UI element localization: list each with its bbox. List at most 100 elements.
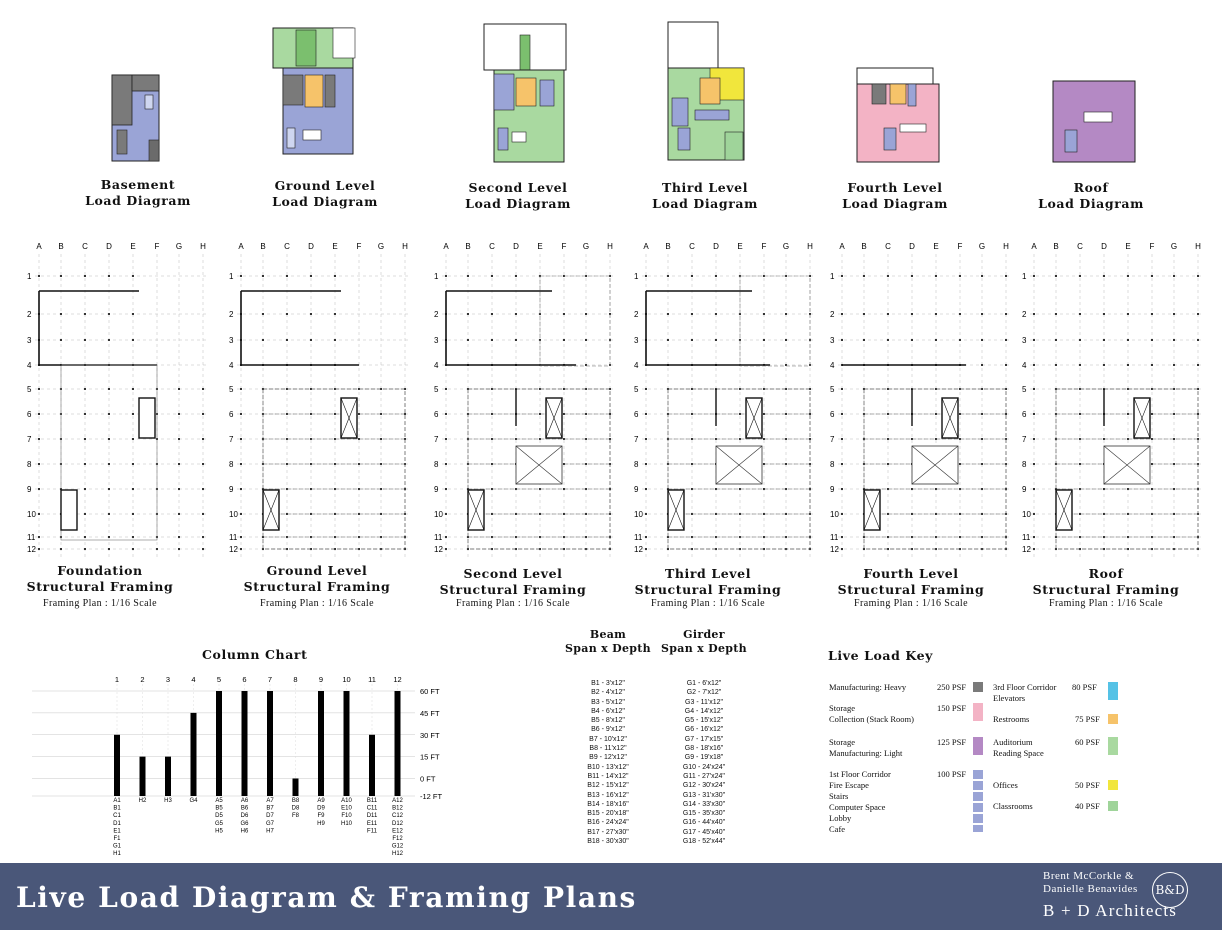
grid-column-label: G xyxy=(979,242,985,251)
grid-row-label: 3 xyxy=(434,336,439,345)
grid-column-label: B xyxy=(465,242,470,251)
column-bar xyxy=(267,691,273,796)
grid-column-label: D xyxy=(909,242,915,251)
column-id-label: D1 xyxy=(113,821,121,827)
column-id-label: E11 xyxy=(367,821,378,827)
column-mark xyxy=(1173,313,1175,315)
y-tick-label: -12 FT xyxy=(420,792,443,801)
girder-item: G12 - 30'x24" xyxy=(682,782,726,790)
column-mark xyxy=(645,463,647,465)
framing-plan-scale: Framing Plan : 1/16 Scale xyxy=(260,598,374,609)
column-mark xyxy=(84,413,86,415)
column-mark xyxy=(310,313,312,315)
column-mark xyxy=(178,513,180,515)
key-psf: 60 PSF xyxy=(1075,737,1100,747)
grid-column-label: E xyxy=(1125,242,1130,251)
beam-item: B12 - 15'x12" xyxy=(587,782,629,790)
column-mark xyxy=(108,536,110,538)
beam-item: B14 - 18'x16" xyxy=(587,800,629,808)
column-mark xyxy=(1079,313,1081,315)
column-mark xyxy=(132,388,134,390)
column-id-label: B8 xyxy=(292,798,300,804)
column-mark xyxy=(1127,364,1129,366)
column-mark xyxy=(132,275,134,277)
column-id-label: G6 xyxy=(240,821,249,827)
column-mark xyxy=(667,313,669,315)
column-mark xyxy=(785,364,787,366)
column-mark xyxy=(1103,364,1105,366)
column-mark xyxy=(1005,339,1007,341)
framing-plan-scale: Framing Plan : 1/16 Scale xyxy=(651,598,765,609)
column-mark xyxy=(645,548,647,550)
column-mark xyxy=(585,339,587,341)
grid-row-label: 12 xyxy=(1022,545,1031,554)
column-mark xyxy=(667,339,669,341)
beam-zone xyxy=(262,388,406,550)
swatch-storage-manufacturing xyxy=(973,737,983,755)
atrium-cross xyxy=(515,445,563,485)
grid-column-label: E xyxy=(537,242,542,251)
column-mark xyxy=(785,313,787,315)
column-mark xyxy=(38,388,40,390)
grid-row-label: 2 xyxy=(830,310,835,319)
column-mark xyxy=(202,488,204,490)
column-mark xyxy=(240,513,242,515)
column-mark xyxy=(585,364,587,366)
column-id-label: H3 xyxy=(164,798,172,804)
grid-column-label: C xyxy=(689,242,695,251)
column-mark xyxy=(1197,339,1199,341)
column-mark xyxy=(841,388,843,390)
swatch-storage-collection xyxy=(973,703,983,721)
column-bar xyxy=(114,734,120,796)
column-mark xyxy=(1033,275,1035,277)
column-mark xyxy=(108,339,110,341)
key-label: Offices xyxy=(993,780,1018,790)
column-mark xyxy=(981,364,983,366)
column-mark xyxy=(763,339,765,341)
column-bar xyxy=(139,756,146,796)
category-label: 11 xyxy=(368,675,376,684)
column-mark xyxy=(445,513,447,515)
column-id-label: B5 xyxy=(215,806,223,812)
grid-column-label: H xyxy=(607,242,613,251)
grid-row-label: 1 xyxy=(27,272,32,281)
grid-row-label: 8 xyxy=(1022,460,1027,469)
column-mark xyxy=(445,536,447,538)
beam-item: B15 - 20'x18" xyxy=(587,810,629,818)
column-mark xyxy=(1033,463,1035,465)
girder-item: G17 - 45'x40" xyxy=(682,828,726,836)
atrium-cross xyxy=(715,445,763,485)
column-mark xyxy=(1033,339,1035,341)
column-id-label: G7 xyxy=(266,821,275,827)
column-mark xyxy=(108,413,110,415)
column-mark xyxy=(84,488,86,490)
column-mark xyxy=(1079,364,1081,366)
column-id-label: H6 xyxy=(241,828,249,834)
grid-column-label: A xyxy=(643,242,649,251)
grid-column-label: F xyxy=(562,242,567,251)
column-mark xyxy=(240,463,242,465)
column-id-label: H1 xyxy=(113,851,121,855)
column-mark xyxy=(84,536,86,538)
column-mark xyxy=(262,275,264,277)
elevator-cross xyxy=(745,397,763,439)
girder-item: G14 - 33'x30" xyxy=(682,800,726,808)
column-mark xyxy=(841,313,843,315)
beam-zone xyxy=(863,388,1007,550)
column-mark xyxy=(863,339,865,341)
grid-row-label: 6 xyxy=(434,410,439,419)
column-mark xyxy=(60,548,62,550)
grid-row-label: 10 xyxy=(634,510,643,519)
swatch-3rd-floor-corridor xyxy=(1108,682,1118,700)
column-mark xyxy=(132,413,134,415)
column-mark xyxy=(1127,339,1129,341)
column-mark xyxy=(286,275,288,277)
column-mark xyxy=(645,388,647,390)
grid-column-label: D xyxy=(713,242,719,251)
column-mark xyxy=(1033,536,1035,538)
